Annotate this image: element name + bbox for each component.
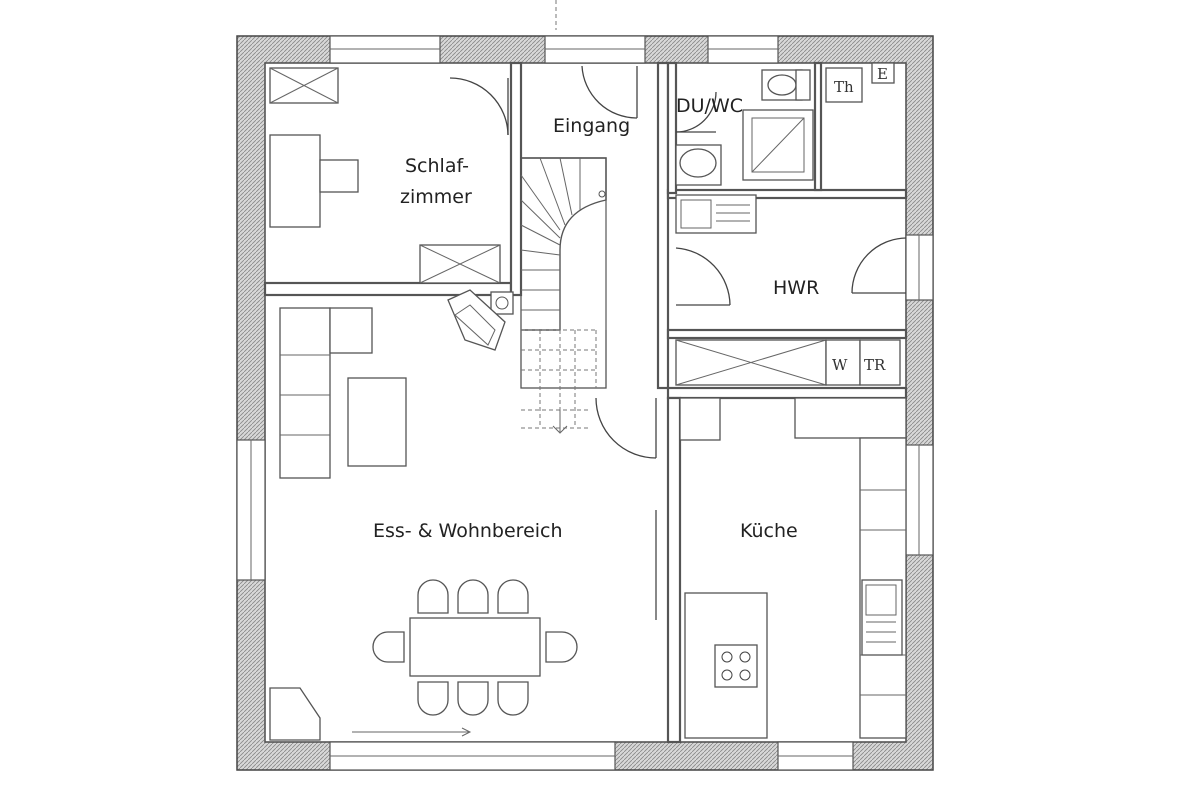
washer-label: W <box>832 356 848 374</box>
electric-label: E <box>877 65 888 83</box>
bathroom-fixtures <box>675 69 814 186</box>
room-label-schlafzimmer-2: zimmer <box>400 186 472 208</box>
therme-label: Th <box>834 78 854 96</box>
bedroom-furniture <box>269 67 509 284</box>
dryer-label: TR <box>864 356 886 374</box>
room-label-wohnbereich: Ess- & Wohnbereich <box>373 520 563 542</box>
room-label-schlafzimmer: Schlaf- <box>405 155 469 177</box>
room-label-eingang: Eingang <box>553 115 630 137</box>
living-furniture <box>269 307 657 741</box>
stove-corner <box>447 289 514 351</box>
stairs <box>520 65 638 434</box>
utility-boxes: Th E <box>825 62 895 103</box>
room-label-du-wc: DU/WC <box>676 95 743 117</box>
room-label-hwr: HWR <box>773 277 819 299</box>
interior-walls <box>263 61 908 744</box>
utility-room-fixtures: W TR <box>675 194 907 386</box>
kitchen-fixtures <box>679 397 907 739</box>
room-label-kueche: Küche <box>740 520 798 542</box>
